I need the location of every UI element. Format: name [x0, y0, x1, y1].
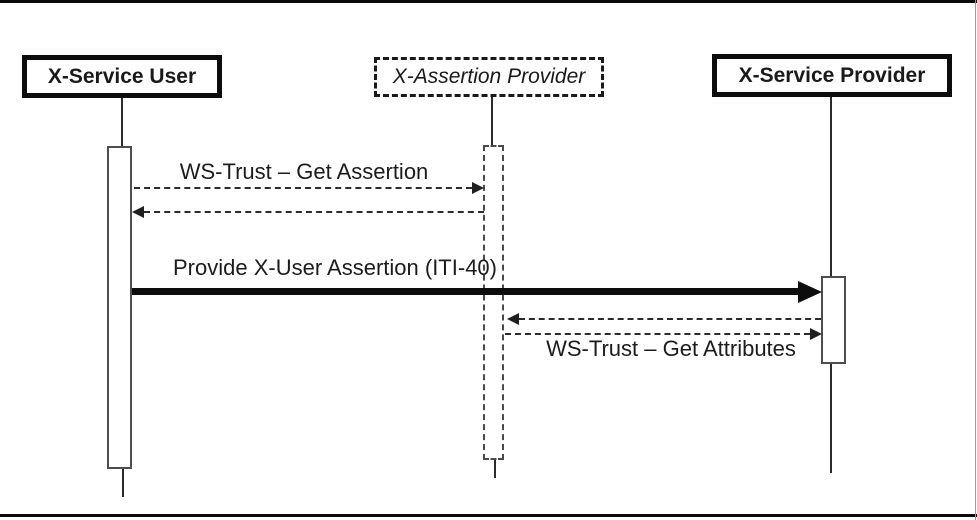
actor-box-x-service-provider: X-Service Provider: [712, 54, 952, 97]
actor-box-x-service-user: X-Service User: [22, 55, 222, 98]
actor-label-x-service-provider: X-Service Provider: [738, 63, 926, 87]
arrowhead-right-get-attributes-icon: [810, 328, 822, 340]
lifeline-x-assertion-provider-upper: [491, 97, 493, 145]
message-line-get-attributes: [505, 333, 810, 335]
activation-bar-x-assertion-provider: [483, 145, 504, 460]
actor-label-x-assertion-provider: X-Assertion Provider: [392, 65, 586, 88]
activation-bar-x-service-provider: [821, 276, 846, 364]
lifeline-x-service-provider-upper: [830, 97, 832, 276]
message-line-get-assertion-response: [144, 211, 484, 213]
arrowhead-left-get-assertion-response-icon: [132, 206, 144, 218]
lifeline-x-service-user-upper: [121, 98, 123, 146]
message-line-get-assertion: [134, 187, 472, 189]
message-line-get-attributes-request: [519, 318, 821, 320]
frame-bottom-border: [0, 514, 977, 517]
lifeline-x-service-provider-lower: [830, 364, 832, 473]
activation-bar-x-service-user: [107, 146, 132, 469]
arrowhead-right-get-assertion-icon: [472, 182, 484, 194]
arrowhead-left-get-attributes-request-icon: [507, 313, 519, 325]
message-label-get-attributes: WS-Trust – Get Attributes: [546, 336, 796, 361]
message-label-provide-x-user-assertion: Provide X-User Assertion (ITI-40): [173, 255, 497, 280]
lifeline-x-assertion-provider-lower: [494, 460, 496, 478]
frame-top-border: [0, 0, 977, 3]
actor-label-x-service-user: X-Service User: [47, 64, 197, 88]
frame-right-border: [975, 0, 976, 520]
lifeline-x-service-user-lower: [122, 469, 124, 497]
actor-box-x-assertion-provider: X-Assertion Provider: [374, 57, 604, 97]
arrowhead-right-provide-x-user-assertion-icon: [798, 281, 822, 303]
message-line-provide-x-user-assertion: [132, 288, 798, 295]
message-label-get-assertion: WS-Trust – Get Assertion: [179, 159, 429, 184]
